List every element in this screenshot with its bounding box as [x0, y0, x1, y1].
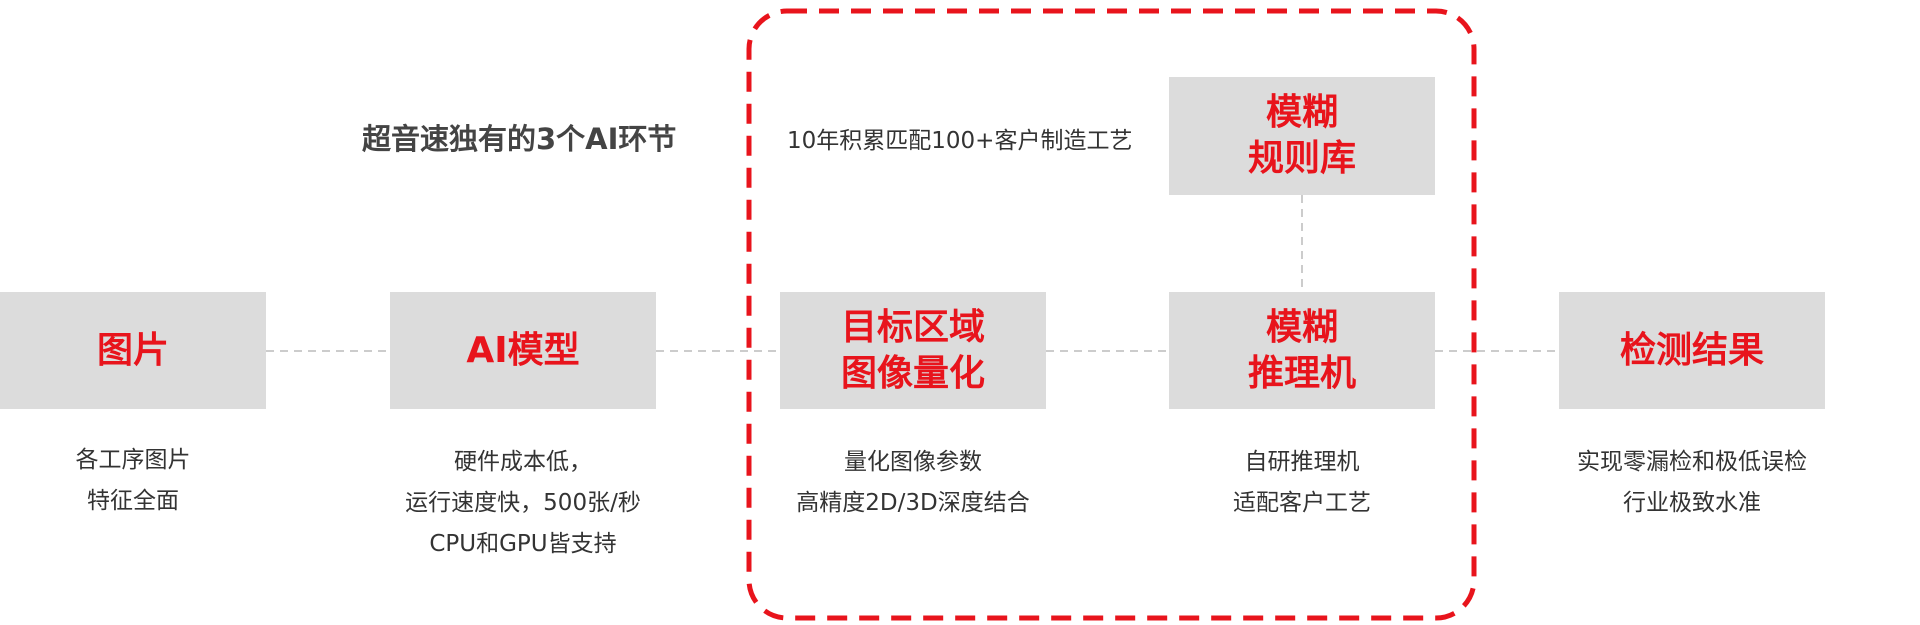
diagram-heading: 超音速独有的3个AI环节 [362, 122, 677, 156]
node-ai-model: AI模型 [390, 292, 656, 409]
desc-image: 各工序图片 特征全面 [75, 447, 191, 514]
highlight-note: 10年积累匹配100+客户制造工艺 [787, 128, 1133, 154]
desc-fuzzy-inference-engine: 自研推理机 适配客户工艺 [1233, 449, 1371, 516]
desc-roi-quantization: 量化图像参数 高精度2D/3D深度结合 [796, 449, 1030, 516]
highlight-region-border [746, 8, 1477, 621]
desc-detection-result: 实现零漏检和极低误检 行业极致水准 [1577, 449, 1807, 516]
node-image: 图片 [0, 292, 266, 409]
node-fuzzy-rule-base: 模糊 规则库 [1169, 77, 1435, 195]
node-roi-quantization: 目标区域 图像量化 [780, 292, 1046, 409]
desc-ai-model: 硬件成本低， 运行速度快，500张/秒 CPU和GPU皆支持 [405, 449, 641, 557]
node-fuzzy-inference-engine: 模糊 推理机 [1169, 292, 1435, 409]
node-detection-result: 检测结果 [1559, 292, 1825, 409]
